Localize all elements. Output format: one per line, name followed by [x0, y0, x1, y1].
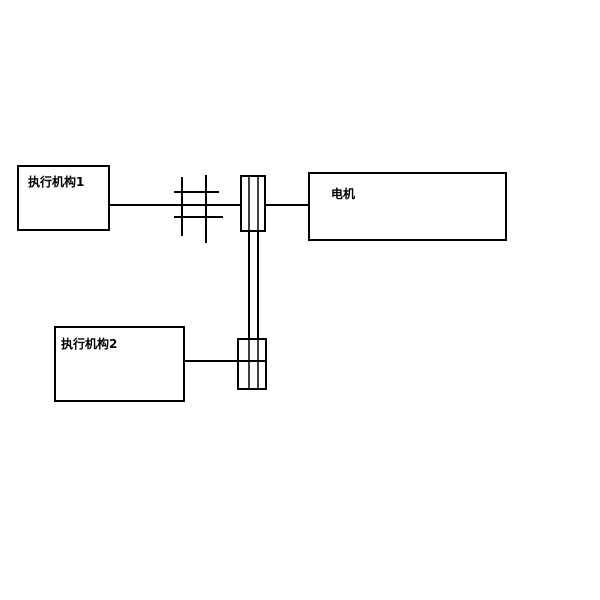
upper-pulley [240, 175, 266, 232]
actuator-2-block: 执行机构2 [54, 326, 185, 402]
motor-label: 电机 [331, 186, 355, 201]
actuator-2-box [54, 326, 185, 402]
lower-pulley [237, 338, 267, 390]
upper-pulley-rim [240, 175, 266, 232]
actuator-1-label: 执行机构1 [28, 174, 84, 189]
actuator-1-block: 执行机构1 [17, 165, 110, 231]
motor-box [308, 172, 507, 241]
motor-block: 电机 [308, 172, 507, 241]
belt-drive [248, 231, 259, 339]
actuator-2-label: 执行机构2 [61, 336, 117, 351]
actuator-1-box [17, 165, 110, 231]
lower-pulley-rim [237, 338, 267, 390]
gear-pair-symbol [174, 175, 223, 243]
